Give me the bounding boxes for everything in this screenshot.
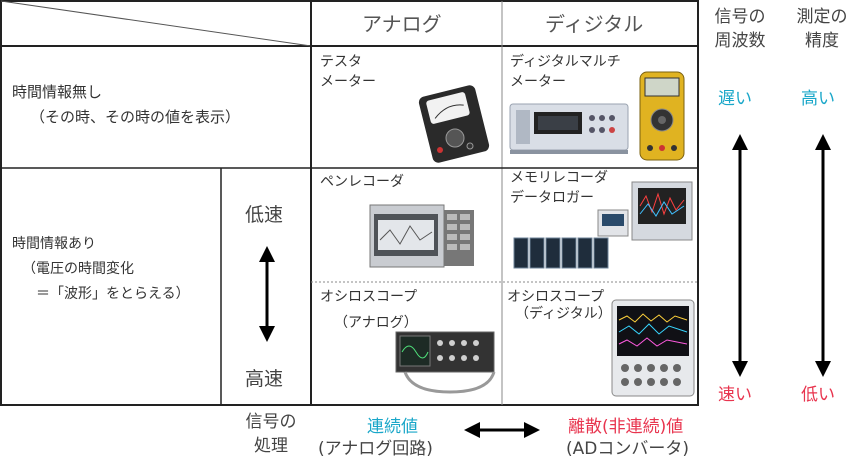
row-with-time-title: 時間情報あり: [12, 236, 96, 252]
pen-recorder-label: ペンレコーダ: [320, 174, 404, 190]
digital-scope-label: オシロスコープ: [507, 289, 605, 305]
accuracy-low-label: 低い: [801, 385, 835, 405]
discrete-value-label: 離散(非連続)値: [568, 417, 684, 437]
analog-oscilloscope-image: [395, 331, 496, 394]
signal-frequency-label: 信号の 周波数: [714, 7, 766, 51]
analog-tester-image: [418, 85, 490, 163]
discrete-value-sublabel: (ADコンバータ): [566, 439, 689, 459]
row-with-time-line2: （電圧の時間変化: [22, 261, 134, 277]
pen-recorder-image: [369, 204, 474, 268]
header-analog: アナログ: [362, 12, 442, 36]
frequency-fast-label: 速い: [718, 385, 752, 405]
dmm-label: ディジタルマルチ メーター: [510, 54, 621, 90]
header-digital: ディジタル: [545, 12, 644, 36]
digital-scope-sublabel: （ディジタル）: [515, 306, 612, 322]
signal-processing-label: 信号の 処理: [245, 412, 297, 456]
benchtop-dmm-image: [509, 103, 629, 154]
table-border: [0, 0, 699, 406]
memory-recorder-image: [513, 181, 693, 269]
frequency-slow-label: 遅い: [718, 89, 752, 109]
low-speed-label: 低速: [245, 204, 284, 226]
speed-double-arrow: [259, 246, 275, 342]
digital-oscilloscope-image: [611, 299, 695, 397]
analog-scope-sublabel: （アナログ）: [334, 315, 418, 331]
header-diagonal: [0, 0, 312, 47]
row-no-time-subtitle: （その時、その時の値を表示）: [30, 108, 241, 126]
accuracy-high-label: 高い: [801, 89, 835, 109]
continuous-value-label: 連続値: [367, 417, 418, 437]
measurement-accuracy-label: 測定の 精度: [796, 7, 848, 51]
row-with-time-line3: ＝「波形」をとらえる）: [36, 286, 190, 302]
accuracy-double-arrow: [815, 134, 831, 377]
memory-recorder-label: メモリレコーダ データロガー: [510, 170, 608, 206]
continuous-value-sublabel: (アナログ回路): [318, 439, 433, 459]
tester-label: テスタ メーター: [320, 54, 376, 90]
analog-scope-label: オシロスコープ: [320, 289, 418, 305]
frequency-double-arrow: [732, 134, 748, 377]
processing-double-arrow: [464, 422, 540, 438]
row-no-time-title: 時間情報無し: [12, 83, 103, 101]
handheld-dmm-image: [639, 71, 685, 161]
high-speed-label: 高速: [245, 368, 284, 390]
